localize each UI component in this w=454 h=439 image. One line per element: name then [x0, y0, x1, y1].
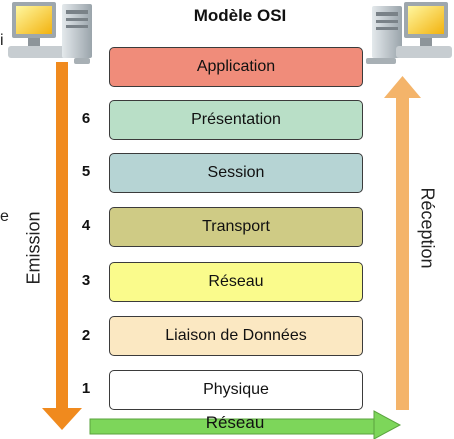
layer-number: 1 [81, 380, 91, 397]
cropped-text-fragment: e [0, 208, 9, 225]
receiver-computer-icon [366, 2, 452, 64]
layer-liaison: Liaison de Données [109, 316, 363, 356]
layer-number: 6 [81, 110, 91, 127]
reception-label: Réception [417, 187, 438, 269]
diagram-title: Modèle OSI [193, 6, 287, 25]
layer-session: Session [109, 153, 363, 193]
reception-arrow [384, 76, 421, 410]
layer-number: 5 [81, 163, 91, 180]
emission-arrow [42, 62, 82, 430]
layer-physique: Physique [109, 370, 363, 410]
layer-application: Application [109, 47, 363, 87]
layer-transport: Transport [109, 207, 363, 247]
network-label: Réseau [205, 413, 265, 432]
sender-computer-icon [8, 2, 92, 64]
layer-number: 3 [81, 272, 91, 289]
network-arrow [89, 410, 402, 439]
cropped-text-fragment: i [0, 32, 4, 49]
layer-reseau: Réseau [109, 262, 363, 302]
emission-label: Emission [23, 211, 44, 285]
layer-presentation: Présentation [109, 100, 363, 140]
layer-number: 4 [81, 217, 91, 234]
layer-number: 2 [81, 327, 91, 344]
